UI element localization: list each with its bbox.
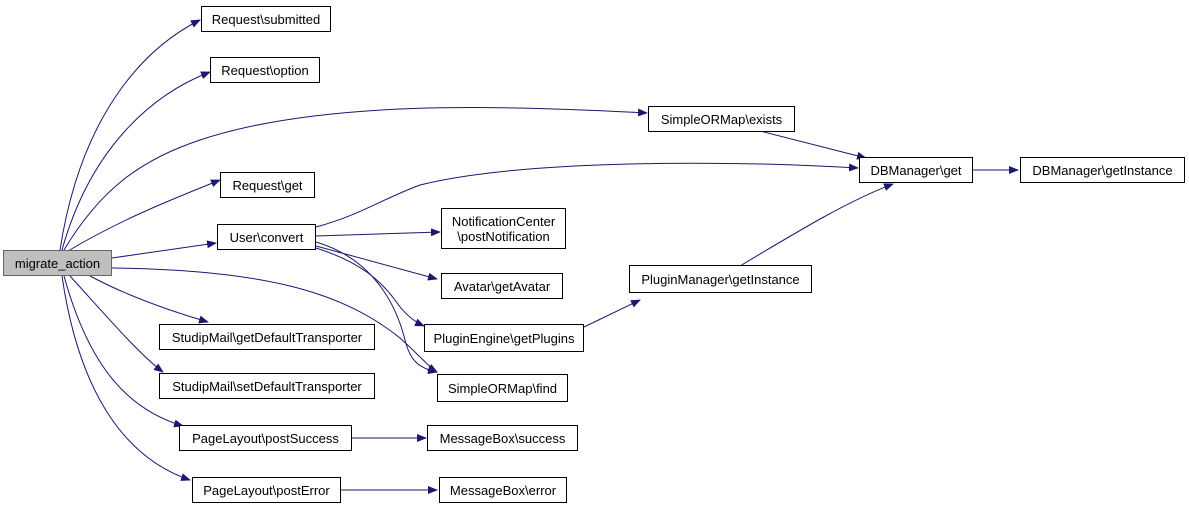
node-label: SimpleORMap\find <box>447 380 558 396</box>
edge-migrate-to-studipmail-get <box>89 275 209 324</box>
edge-migrate-to-pagelayout-posterror <box>61 275 191 481</box>
node-label: PluginManager\getInstance <box>641 271 800 287</box>
node-studipmail-setdefaulttransporter[interactable]: StudipMail\setDefaultTransporter <box>159 373 375 399</box>
node-label: MessageBox\error <box>449 482 557 498</box>
node-avatar-getavatar[interactable]: Avatar\getAvatar <box>441 273 563 299</box>
edge-pluginengine-to-pluginmanager <box>583 299 641 328</box>
node-simpleormap-find[interactable]: SimpleORMap\find <box>437 374 568 402</box>
node-label: Request\option <box>221 62 309 78</box>
node-pagelayout-postsuccess[interactable]: PageLayout\postSuccess <box>179 425 352 451</box>
node-label: StudipMail\setDefaultTransporter <box>172 378 362 394</box>
node-messagebox-success[interactable]: MessageBox\success <box>427 425 578 451</box>
node-request-option[interactable]: Request\option <box>210 57 320 83</box>
node-dbmanager-get[interactable]: DBManager\get <box>859 157 973 183</box>
node-label: StudipMail\getDefaultTransporter <box>171 329 363 345</box>
edge-migrate-to-user-convert <box>111 240 217 259</box>
node-label: Avatar\getAvatar <box>453 278 551 294</box>
node-studipmail-getdefaulttransporter[interactable]: StudipMail\getDefaultTransporter <box>159 324 375 350</box>
node-label-line2: \postNotification <box>457 228 550 244</box>
node-label: Request\submitted <box>211 11 321 27</box>
node-label-line1: NotificationCenter <box>451 213 556 229</box>
edge-migrate-to-request-get <box>67 179 221 252</box>
edge-user-convert-to-avatar <box>315 245 438 281</box>
edge-exists-to-dbmanager-get <box>759 130 867 160</box>
node-pagelayout-posterror[interactable]: PageLayout\postError <box>192 477 341 503</box>
node-notificationcenter-postnotification[interactable]: NotificationCenter \postNotification <box>441 208 566 249</box>
node-messagebox-error[interactable]: MessageBox\error <box>439 477 567 503</box>
node-label: PluginEngine\getPlugins <box>433 330 575 346</box>
node-request-get[interactable]: Request\get <box>220 172 315 198</box>
edge-user-convert-to-pluginengine <box>315 247 425 327</box>
node-pluginengine-getplugins[interactable]: PluginEngine\getPlugins <box>424 324 584 352</box>
node-request-submitted[interactable]: Request\submitted <box>201 6 331 32</box>
edge-user-convert-to-simpleormap-find <box>315 241 438 375</box>
edge-migrate-to-request-submitted <box>59 19 201 251</box>
node-label: SimpleORMap\exists <box>660 111 783 127</box>
node-label: DBManager\getInstance <box>1032 162 1173 178</box>
edge-migrate-to-request-option <box>61 71 211 251</box>
edge-migrate-to-studipmail-set <box>69 275 164 373</box>
edge-migrate-to-simpleormap-find <box>111 267 438 373</box>
node-user-convert[interactable]: User\convert <box>217 224 316 250</box>
node-label: Request\get <box>232 177 303 193</box>
node-label: MessageBox\success <box>439 430 566 446</box>
node-label: PageLayout\postError <box>203 482 330 498</box>
edge-user-convert-to-notificationcenter <box>315 228 441 237</box>
node-dbmanager-getinstance[interactable]: DBManager\getInstance <box>1020 157 1185 183</box>
node-label: DBManager\get <box>870 162 962 178</box>
node-label: migrate_action <box>14 255 101 271</box>
edge-user-convert-to-dbmanager-get <box>315 162 859 228</box>
edge-migrate-to-pagelayout-postsuccess <box>63 275 184 428</box>
node-label: User\convert <box>229 229 304 245</box>
node-migrate-action[interactable]: migrate_action <box>3 250 112 276</box>
edge-pluginmanager-to-dbmanager-get <box>739 183 894 267</box>
node-simpleormap-exists[interactable]: SimpleORMap\exists <box>648 106 795 132</box>
edge-migrate-to-simpleormap-exists <box>63 106 648 251</box>
node-label: PageLayout\postSuccess <box>192 430 339 446</box>
node-pluginmanager-getinstance[interactable]: PluginManager\getInstance <box>629 265 812 293</box>
